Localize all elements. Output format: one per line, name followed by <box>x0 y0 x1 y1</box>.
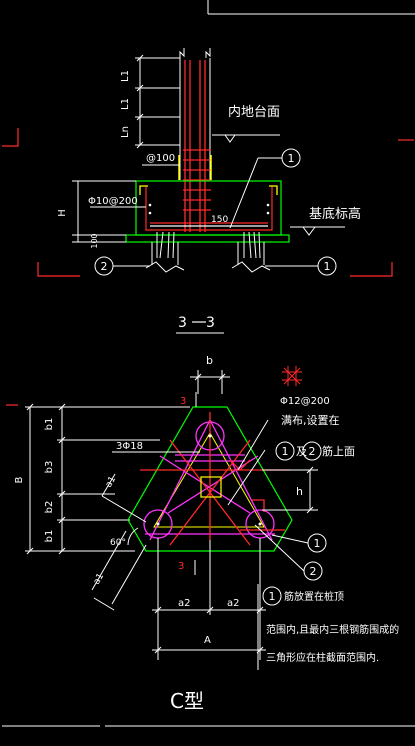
dim-h-label: h <box>296 485 303 498</box>
dim-h <box>262 466 318 514</box>
note-line1c: 筋上面 <box>322 444 355 458</box>
corner-marks-red <box>2 128 414 406</box>
pile-cap-yellow-marks <box>139 185 278 195</box>
callout-1-bottom-text: 1 <box>324 260 331 273</box>
dim-b-total: B <box>14 476 25 483</box>
column-dimension-lines <box>135 54 180 149</box>
dim-a1-upper-label: a1 <box>104 475 118 490</box>
dim-a1-lower <box>91 530 147 611</box>
dim-150-label: 150 <box>211 215 228 225</box>
note2-line2: 范围内,且最内三根钢筋围成的 <box>266 623 399 636</box>
note-callout-1: 1 <box>282 445 289 458</box>
rebar-phi12-label: Φ12@200 <box>280 396 330 407</box>
note-line1: 满布,设置在 <box>281 414 340 427</box>
section-title-left: 3 <box>178 315 187 331</box>
base-level-label: 基底标高 <box>309 206 361 222</box>
section-3-3: L1 L1 Ln <box>57 48 361 334</box>
pile-centers <box>156 434 262 526</box>
floor-level-marker <box>212 134 280 143</box>
dim-a-total: A <box>204 635 211 646</box>
pile-cap-rebars <box>145 186 273 231</box>
dim-b1-top: b1 <box>44 418 55 431</box>
callout-2-plan <box>254 524 323 581</box>
rebar-triangle-yellow <box>153 432 265 528</box>
dim-l1-top: L1 <box>120 70 131 82</box>
callout-1-plan-text: 1 <box>314 537 321 550</box>
column-yellow-ties <box>178 155 212 180</box>
dim-a1-lower-label: a1 <box>92 572 106 587</box>
left-dimension-chain <box>25 403 190 555</box>
dim-b3: b3 <box>44 461 55 474</box>
section-mark-top: 3 <box>180 396 186 407</box>
floor-level-label: 内地台面 <box>228 104 280 120</box>
callout-2-bottom-text: 2 <box>101 260 108 273</box>
dim-a1-upper <box>101 473 147 523</box>
note2-callout-text: 1 <box>269 590 276 603</box>
dim-b2: b2 <box>44 501 55 514</box>
dim-a2-right: a2 <box>227 598 240 609</box>
dim-100-label: 100 <box>90 233 99 248</box>
type-c-title: C型 <box>170 689 204 713</box>
note-callouts <box>227 419 322 506</box>
magenta-bars <box>143 419 275 541</box>
column-rebars <box>183 60 211 232</box>
section-mark-bottom: 3 <box>178 561 184 572</box>
note2-line1: 筋放置在桩顶 <box>284 590 344 603</box>
height-dimension <box>72 180 136 243</box>
angle-arc <box>127 527 139 546</box>
pile-cap-plan-outline <box>127 406 293 552</box>
angle-label: 60° <box>110 538 126 548</box>
pile-anchor-bars <box>156 231 261 259</box>
dim-b <box>190 370 230 394</box>
dim-b1-bot: b1 <box>44 530 55 543</box>
callout-2-bottom <box>94 256 150 276</box>
callout-1-bottom <box>265 256 337 276</box>
pile-cap-outline <box>125 180 290 243</box>
frame-lines <box>2 0 415 727</box>
rebar-phi10-label: Φ10@200 <box>88 196 138 207</box>
dim-a2-left: a2 <box>178 598 191 609</box>
callout-1-plan <box>271 533 327 553</box>
base-level-marker <box>290 226 345 236</box>
piles <box>145 242 271 273</box>
note2-callout <box>257 584 282 670</box>
dim-ln: Ln <box>120 126 131 138</box>
callout-2-plan-text: 2 <box>310 565 317 578</box>
column-square <box>200 476 222 498</box>
note-callout-2: 2 <box>309 445 316 458</box>
hatch-symbol <box>282 366 302 386</box>
callout-1-leader <box>229 148 301 229</box>
dim-b-label: b <box>206 354 213 367</box>
dim-l1-mid: L1 <box>120 98 131 110</box>
note-line1b: 及 <box>296 445 307 458</box>
note2-line3: 三角形应在柱截面范围内. <box>266 651 379 664</box>
type-c-plan: b b1 b3 B b2 b1 <box>14 354 399 713</box>
section-title-right: 3 <box>206 315 215 331</box>
height-label: H <box>57 209 68 217</box>
callout-1-text: 1 <box>288 152 295 165</box>
rebar-3phi18-label: 3Φ18 <box>116 441 143 452</box>
spacing-100-label: @100 <box>146 153 175 164</box>
